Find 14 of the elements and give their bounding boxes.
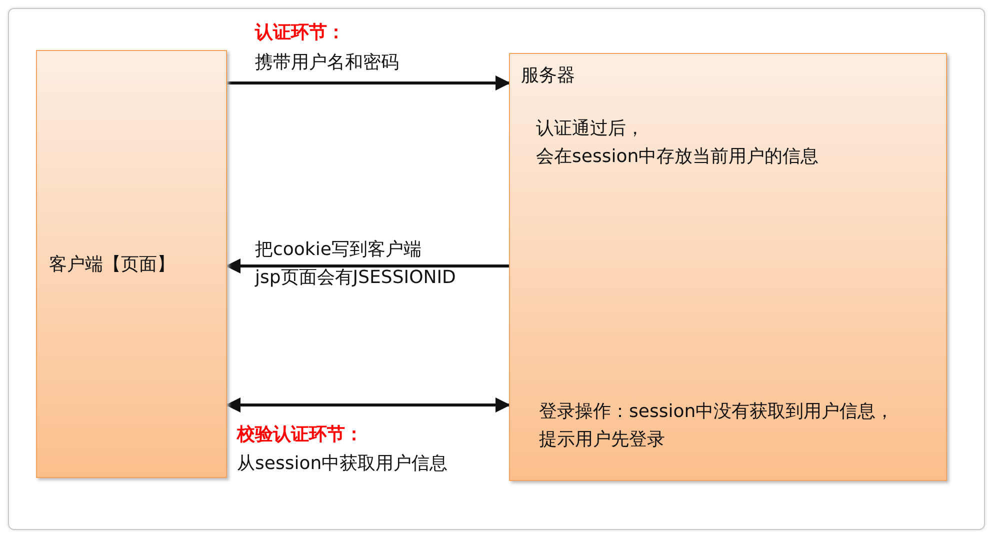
process-box	[36, 50, 227, 478]
section-heading: 校验认证环节：	[237, 423, 363, 447]
arrow	[226, 398, 510, 412]
process-box	[509, 53, 947, 481]
node-label: 客户端【页面】	[49, 253, 176, 277]
edge-label: 把cookie写到客户端 jsp页面会有JSESSIONID	[255, 238, 457, 290]
arrow	[226, 258, 509, 274]
edge-label: 从session中获取用户信息	[237, 452, 449, 476]
edge-label: 携带用户名和密码	[255, 51, 400, 75]
section-heading: 认证环节：	[255, 21, 345, 45]
arrow	[227, 76, 510, 90]
node-text: 登录操作：session中没有获取到用户信息，提示用户先登录	[539, 400, 895, 452]
node-text: 认证通过后，会在session中存放当前用户的信息	[536, 117, 820, 169]
node-title: 服务器	[521, 64, 576, 88]
